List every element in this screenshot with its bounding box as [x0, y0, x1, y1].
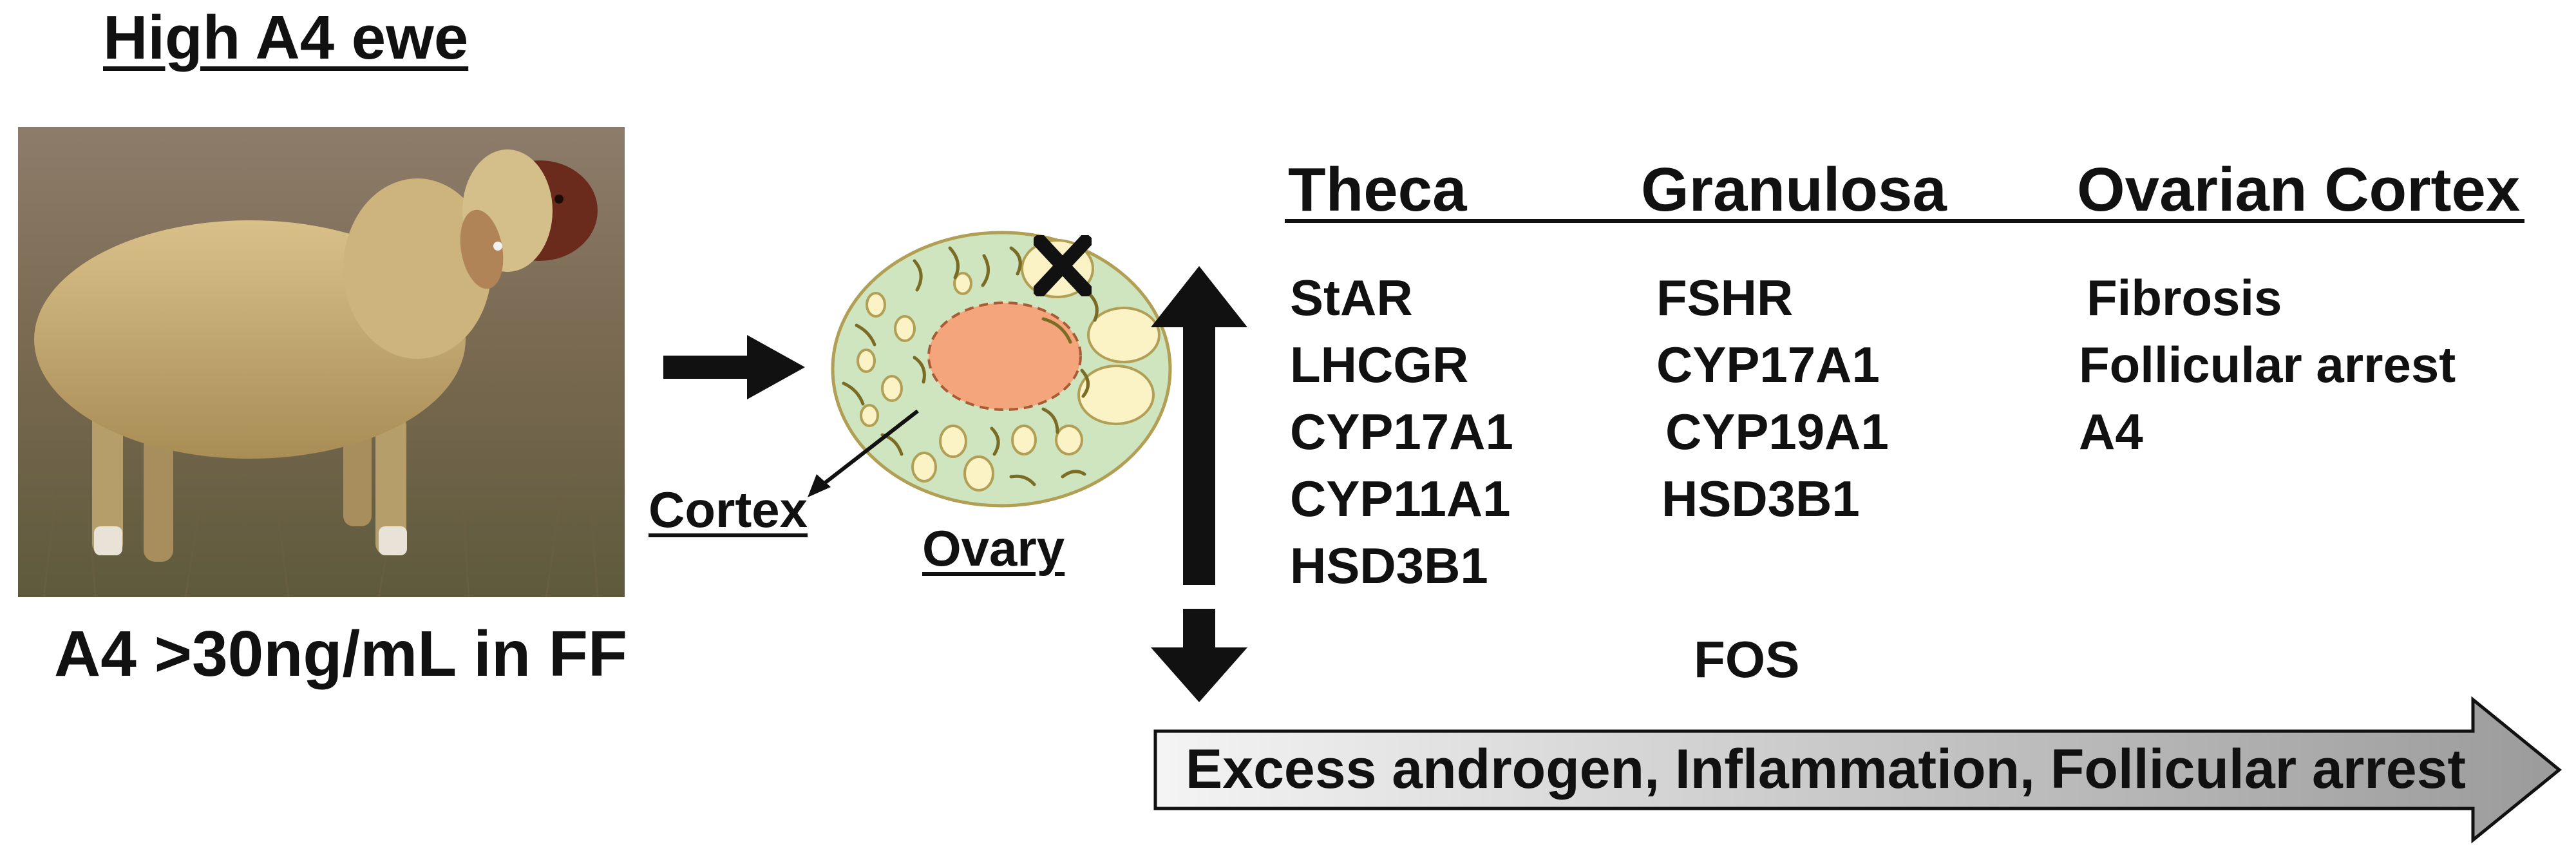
column-header-ovarian-cortex: Ovarian Cortex	[2077, 155, 2521, 224]
list-item: CYP11A1	[1290, 470, 1511, 527]
cortex-region	[927, 301, 1082, 411]
outcome-banner-arrow	[1153, 696, 2562, 844]
list-item: Fibrosis	[2087, 269, 2282, 326]
column-header-theca: Theca	[1288, 155, 1467, 224]
figure-title: High A4 ewe	[103, 3, 469, 72]
list-item: HSD3B1	[1290, 537, 1488, 594]
theca-gene-list: StAR LHCGR CYP17A1 CYP11A1 HSD3B1	[1290, 264, 1513, 599]
follicle	[1077, 365, 1155, 425]
ovarian-cortex-list: Fibrosis Follicular arrest A4	[2079, 264, 2456, 465]
outcome-banner-text: Excess androgen, Inflammation, Follicula…	[1185, 738, 2467, 800]
list-item: CYP19A1	[1665, 403, 1889, 460]
list-item: CYP17A1	[1656, 336, 1880, 393]
sheep-photo	[18, 127, 625, 597]
ovary-diagram	[831, 231, 1172, 508]
list-item: FSHR	[1656, 269, 1794, 326]
follicle	[1087, 307, 1160, 363]
down-arrow-icon	[1151, 609, 1247, 702]
list-item: A4	[2079, 403, 2143, 460]
photo-caption: A4 >30ng/mL in FF	[54, 618, 627, 690]
list-item: Follicular arrest	[2079, 336, 2456, 393]
list-item: CYP17A1	[1290, 403, 1513, 460]
cortex-label: Cortex	[649, 481, 808, 538]
ovary-label: Ovary	[922, 520, 1065, 577]
up-arrow-icon	[1151, 266, 1247, 585]
pointer-arrow-icon	[808, 409, 919, 497]
column-header-granulosa: Granulosa	[1641, 155, 1947, 224]
right-arrow-icon	[663, 335, 805, 399]
downregulated-gene: FOS	[1694, 631, 1800, 688]
list-item: StAR	[1290, 269, 1413, 326]
x-mark-icon	[1034, 235, 1092, 296]
list-item: HSD3B1	[1662, 470, 1860, 527]
list-item: LHCGR	[1290, 336, 1469, 393]
granulosa-gene-list: FSHR CYP17A1 CYP19A1 HSD3B1	[1656, 264, 1889, 532]
header-divider	[1285, 219, 2524, 223]
